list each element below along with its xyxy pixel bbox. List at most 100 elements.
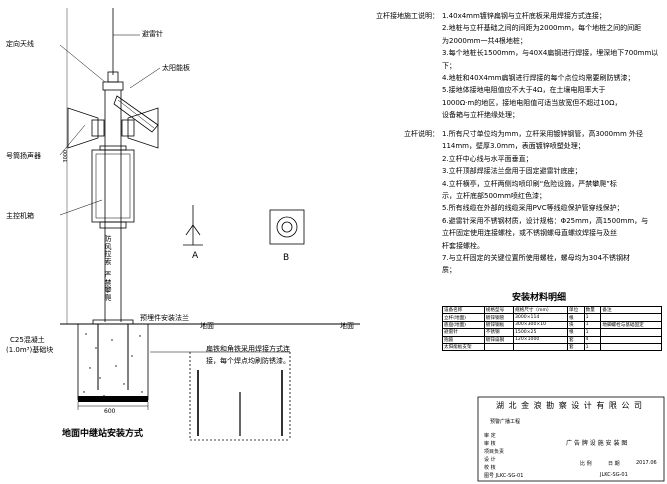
materials-header-row: 设备名称 规格型号 规格尺寸（mm） 单位 数量 备注: [442, 305, 662, 315]
label-lightning-rod: 避雷针: [142, 30, 163, 38]
cell: 1: [583, 320, 602, 330]
tb-label: 设 计: [484, 457, 496, 463]
tb-row: 审 核: [484, 440, 496, 447]
cell: 根: [567, 313, 585, 322]
label-concrete-1: C25混凝土: [10, 336, 45, 344]
grounding-note-line: 2.地桩与立杆基础之间的间距为2000mm，每个地桩之间的间距: [442, 24, 642, 33]
label-pit-note-2: 接，每个焊点均刷防锈漆。: [206, 357, 290, 365]
pole-note-line: 示，立杆底部500mm喷红色漆；: [442, 192, 546, 201]
cell: 底盘(地面): [442, 320, 485, 330]
tb-row: 项目负责: [484, 448, 504, 455]
grounding-note-line: 5.接地体接地电阻值应不大于4Ω，在土壤电阻率大于: [442, 86, 606, 95]
col-header: 规格尺寸（mm）: [513, 305, 568, 315]
title-block-project: 预警广播工程: [490, 419, 521, 425]
grounding-note-line: 下；: [442, 61, 456, 70]
cell: 4: [583, 335, 602, 344]
cell: 套: [567, 342, 585, 352]
cell: 1: [583, 328, 602, 337]
tb-row: 校 核: [484, 464, 496, 471]
pole-note-line: 5.所有线缆在外部的线缆采用PVC等线缆保护管穿线保护；: [442, 204, 624, 213]
tb-label: 项目负责: [484, 449, 505, 455]
tb-scale-label: 比 例: [580, 461, 592, 467]
table-row: 太阳能板支架 套 1: [442, 342, 662, 352]
label-solar-panel: 太阳能板: [162, 64, 190, 72]
section-b-figure: [269, 209, 305, 245]
table-row: 避雷针 不锈钢 1500×25 根 1: [442, 328, 662, 337]
drawing-main-title: 地面中继站安装方式: [62, 429, 144, 439]
cell: 套: [567, 335, 585, 344]
table-row: 抱箍 镀锌扁钢 120×1000 套 4: [442, 335, 662, 344]
col-header: 单位: [567, 305, 585, 315]
table-row: 立杆(地面) 镀锌钢管 3000×114 根 1: [442, 313, 662, 322]
solar-panel-shape: [113, 95, 159, 133]
cell: 300×300×10: [513, 320, 568, 330]
base-plate: [92, 319, 134, 325]
pole-note-line: 立杆固定使用连接螺栓，或不锈钢螺母直螺纹焊接与及丝: [442, 229, 617, 238]
foundation-base-bar: [78, 396, 148, 402]
cell: 120×1000: [513, 335, 568, 344]
label-ground-left: 地面: [200, 322, 214, 330]
pole-note-line: 6.避雷针采用不锈钢材质，设计规格：Φ25mm，高1500mm，与: [442, 216, 649, 225]
cell: 不锈钢: [483, 328, 515, 337]
speaker-right: [127, 107, 159, 149]
grounding-note-line: 为2000mm一共4根地桩；: [442, 36, 527, 45]
col-header: 规格型号: [483, 305, 515, 315]
cell: [600, 328, 662, 337]
label-ground-right: 地面: [340, 322, 354, 330]
tb-label: 图号: [484, 473, 495, 479]
title-block-drawing-name: 广 告 牌 设 施 安 装 图: [566, 440, 628, 447]
label-section-a: A: [192, 251, 199, 261]
speaker-left: [67, 107, 99, 149]
label-antenna: 定向天线: [6, 40, 34, 48]
label-warning-vertical-2: 严禁攀爬: [104, 271, 112, 302]
col-header: 备注: [600, 305, 662, 315]
tb-label: 校 核: [484, 465, 496, 471]
tb-row: 图号 JLKC-SG-01: [484, 472, 523, 479]
pole-note-line: 3.立杆顶部焊接法兰盘用于固定避雷针底座；: [442, 167, 582, 176]
main-cabinet-shape: [91, 149, 135, 223]
cell: [483, 342, 515, 352]
cell: [600, 342, 662, 352]
materials-title: 安装材料明细: [512, 293, 567, 303]
cell: 镀锌扁钢: [483, 335, 515, 344]
cell: 根: [567, 328, 585, 337]
cell: 镀锌钢板: [483, 320, 515, 330]
grounding-note-line: 4.地桩和40X4mm扁钢进行焊接的每个点位均需要刷防锈漆；: [442, 74, 635, 83]
cell: [513, 342, 568, 352]
cell: [600, 335, 662, 344]
pole-note-line: 1.所有尺寸单位均为mm，立杆采用镀锌钢管，高3000mm 外径: [442, 130, 643, 138]
cell: 太阳能板支架: [442, 342, 485, 352]
pole-notes-lines: 1.所有尺寸单位均为mm，立杆采用镀锌钢管，高3000mm 外径 114mm，壁…: [442, 128, 648, 277]
col-header: 数量: [583, 305, 602, 315]
tb-value: JLKC-SG-01: [495, 473, 524, 479]
col-header: 设备名称: [442, 305, 485, 315]
materials-table: 设备名称 规格型号 规格尺寸（mm） 单位 数量 备注 立杆(地面) 镀锌钢管 …: [442, 305, 662, 352]
grounding-note-line: 3.每个地桩长1500mm，与40X4扁钢进行焊接，埋深地下700mm以: [442, 49, 659, 58]
pole-note-line: 7.与立杆固定的关键位置所使用螺栓，螺母均为304不锈钢材: [442, 254, 631, 263]
pole-note-line: 2.立杆中心线与水平面垂直；: [442, 154, 533, 163]
foundation-hatch: [83, 333, 143, 397]
cell: 地脚螺栓与基础固定: [600, 320, 662, 330]
pole-note-line: 4.立杆横亭，立杆两侧均喷印刷“危险设施，严禁攀爬”标: [442, 179, 617, 188]
top-hoop: [102, 81, 124, 91]
cell: [600, 313, 662, 322]
cell: 避雷针: [442, 328, 485, 337]
pole-note-line: 114mm，壁厚3.0mm，表面镀锌喷塑处理；: [442, 142, 585, 151]
title-block-frame: [477, 396, 665, 482]
grounding-notes-heading: 立杆接地施工说明：: [376, 12, 439, 20]
grounding-note-line: 1000Ω·m的地区，接地电阻值可适当放宽但不超过10Ω，: [442, 98, 622, 107]
grounding-note-line: 设备箱与立杆绝缘处理；: [442, 111, 519, 120]
title-block-company: 湖 北 金 浪 勘 察 设 计 有 限 公 司: [496, 401, 643, 410]
tb-label: 审 定: [484, 433, 496, 439]
pole-note-line: 质；: [442, 266, 456, 275]
cell: 1: [583, 342, 602, 352]
grounding-note-line: 1.40x4mm镀锌扁钢与立杆底板采用焊接方式连接；: [442, 12, 606, 20]
label-dim-pole: 3000: [63, 149, 70, 163]
label-speaker: 号筒扬声器: [6, 152, 41, 160]
label-concrete-2: (1.0m³)基础块: [6, 346, 54, 354]
tb-date-label: 日 期: [608, 461, 620, 467]
cell: 块: [567, 320, 585, 330]
cell: 3000×114: [513, 313, 568, 322]
grounding-notes-lines: 1.40x4mm镀锌扁钢与立杆底板采用焊接方式连接； 2.地桩与立杆基础之间的间…: [442, 10, 658, 122]
